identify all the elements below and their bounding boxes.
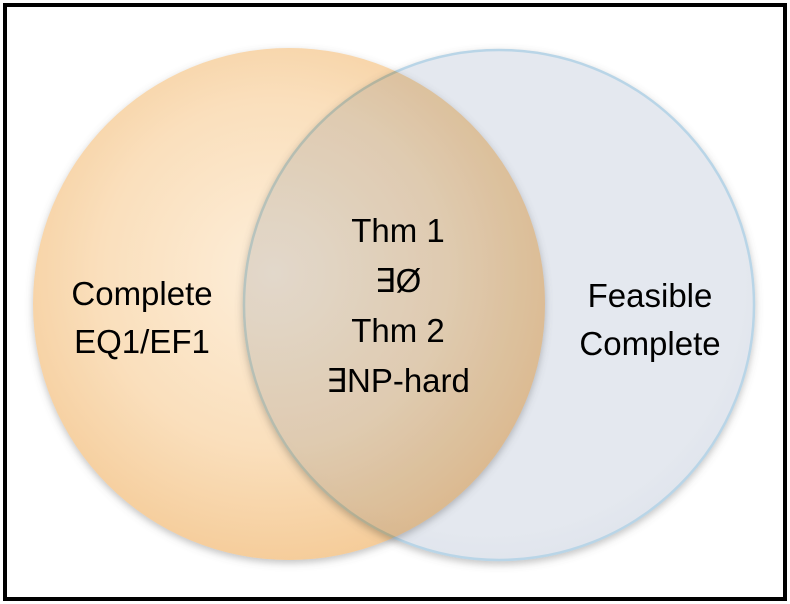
intersection-label-line: ∃Ø: [374, 262, 422, 299]
intersection-label: Thm 1 ∃Ø Thm 2 ∃NP-hard: [326, 206, 470, 406]
right-set-circle: [242, 48, 756, 562]
right-set-label: Feasible Complete: [579, 272, 720, 368]
intersection-label-line: Thm 1: [351, 212, 445, 249]
left-set-label-line: EQ1/EF1: [74, 323, 210, 360]
intersection-label-line: Thm 2: [351, 312, 445, 349]
right-set-label-line: Complete: [579, 325, 721, 362]
left-set-label: Complete EQ1/EF1: [71, 270, 212, 366]
right-set-label-line: Feasible: [587, 277, 713, 314]
left-set-label-line: Complete: [71, 275, 213, 312]
intersection-label-line: ∃NP-hard: [326, 362, 470, 399]
